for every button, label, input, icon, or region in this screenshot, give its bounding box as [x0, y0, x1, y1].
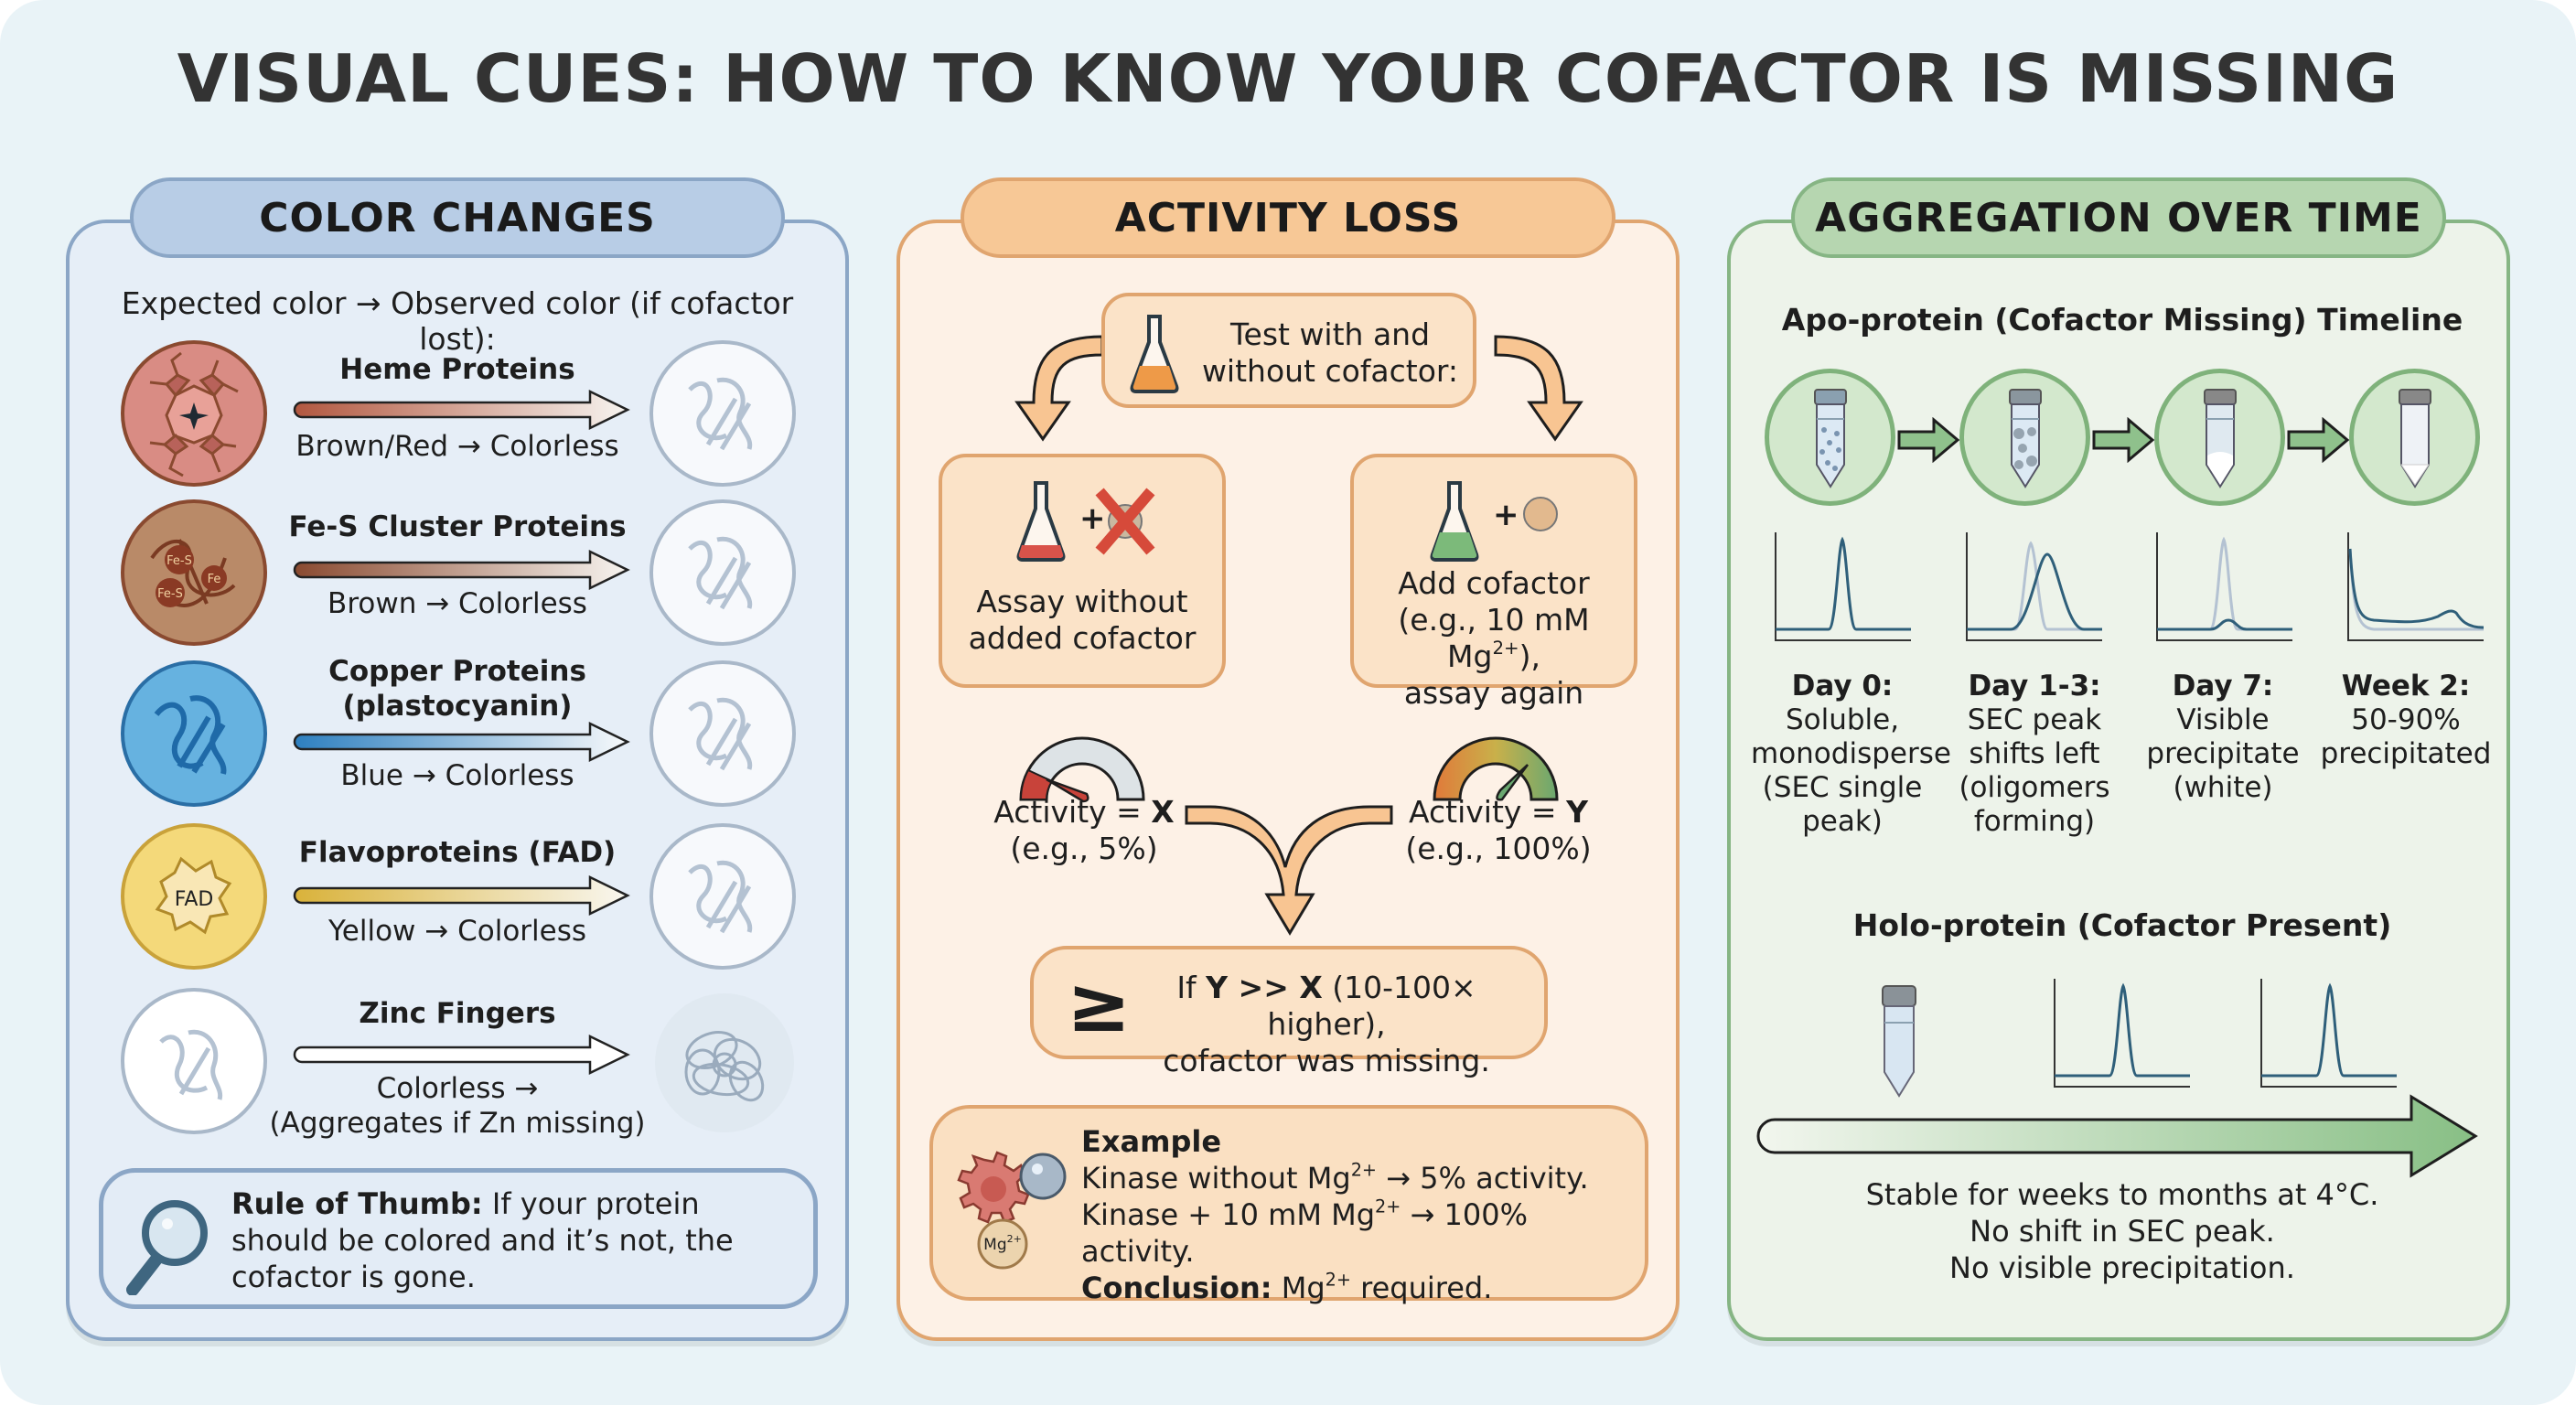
copper-label: Copper Proteins [328, 655, 586, 688]
activity-y-label: Activity = Y (e.g., 100%) [1405, 794, 1592, 866]
tube-day0-icon [1765, 369, 1895, 506]
fe-s-gradient-arrow-icon [293, 549, 630, 591]
aggregate-tangle-icon [648, 986, 801, 1140]
copper-gradient-arrow-icon [293, 721, 630, 763]
add-cofactor-box: + Add cofactor (e.g., 10 mM Mg2+), assay… [1350, 454, 1637, 711]
apo-protein-icon [649, 499, 796, 646]
heme-porphyrin-icon [121, 340, 267, 487]
assay-without-text: Assay without added cofactor [968, 584, 1197, 656]
magnifying-glass-icon [123, 1195, 215, 1296]
greater-equal-icon: ≥ [1067, 960, 1132, 1049]
svg-text:+: + [1079, 500, 1106, 537]
stage-week2-label: Week 2: 50-90% precipitated [2320, 670, 2492, 770]
zinc-finger-icon [121, 988, 267, 1134]
test-with-without-box: Test with and without cofactor: [1101, 293, 1476, 408]
fad-label: Flavoproteins (FAD) [298, 836, 617, 869]
example-text: Example Kinase without Mg2+ → 5% activit… [1081, 1124, 1589, 1305]
stable-timeline-arrow-icon [1756, 1094, 2478, 1178]
result-box: ≥ If Y >> X (10-100× higher), cofactor w… [1030, 946, 1548, 1078]
apo-protein-icon [649, 660, 796, 807]
stage-day7-label: Day 7: Visible precipitate (white) [2146, 670, 2300, 804]
svg-text:Fe: Fe [208, 573, 221, 586]
test-box-text: Test with and without cofactor: [1201, 316, 1459, 389]
heme-label: Heme Proteins [339, 353, 575, 386]
zinc-aggregate-note: (Aggregates if Zn missing) [269, 1107, 646, 1140]
fad-gradient-arrow-icon [293, 874, 630, 917]
stage-arrow-icon [2287, 417, 2350, 463]
fad-flavoprotein-icon: FAD [121, 823, 267, 970]
tube-week2-icon [2349, 369, 2480, 506]
copper-sublabel: (plastocyanin) [342, 690, 573, 723]
flask-with-cofactor-icon: + [1427, 477, 1573, 569]
add-cofactor-text: Add cofactor (e.g., 10 mM Mg2+), assay a… [1398, 565, 1590, 711]
example-box: Mg2+ Example Kinase without Mg2+ → 5% ac… [929, 1105, 1648, 1305]
sec-chart-day7 [2156, 532, 2292, 641]
fad-color-change: Yellow → Colorless [327, 915, 587, 948]
svg-text:Mg2+: Mg2+ [983, 1233, 1022, 1254]
stage-day1-3-label: Day 1-3: SEC peak shifts left (oligomers… [1959, 670, 2110, 838]
activity-x-label: Activity = X (e.g., 5%) [993, 794, 1175, 866]
rule-of-thumb-text: Rule of Thumb: If your protein should be… [231, 1186, 734, 1294]
sec-chart-holo-2 [2260, 979, 2397, 1088]
gauge-low-icon [1014, 723, 1151, 805]
stage-arrow-icon [2092, 417, 2155, 463]
color-changes-subtitle: Expected color → Observed color (if cofa… [121, 285, 794, 357]
apo-protein-icon [649, 823, 796, 970]
branch-arrows-icon [1014, 335, 1583, 442]
tube-day1-3-icon [1959, 369, 2090, 506]
page-title: VISUAL CUES: HOW TO KNOW YOUR COFACTOR I… [177, 40, 2399, 117]
svg-text:Fe-S: Fe-S [157, 587, 183, 601]
fe-s-cluster-protein-icon: Fe-S Fe Fe-S [121, 499, 267, 646]
sec-chart-week2 [2347, 532, 2484, 641]
holo-title: Holo-protein (Cofactor Present) [1852, 907, 2392, 943]
color-changes-header: COLOR CHANGES [130, 177, 785, 258]
copper-color-change: Blue → Colorless [340, 759, 574, 792]
enzyme-and-ion-icon: Mg2+ [951, 1143, 1070, 1271]
apo-protein-icon [649, 340, 796, 487]
zinc-label: Zinc Fingers [359, 997, 556, 1030]
flask-no-cofactor-icon: + [1014, 477, 1160, 569]
tube-holo-icon [1872, 984, 1927, 1098]
svg-text:FAD: FAD [175, 888, 214, 911]
aggregation-header: AGGREGATION OVER TIME [1791, 177, 2446, 258]
zinc-color-change: Colorless → [376, 1072, 539, 1105]
zinc-arrow-icon [293, 1034, 630, 1076]
holo-stability-text: Stable for weeks to months at 4°C. No sh… [1865, 1177, 2379, 1285]
stage-day0-label: Day 0: Soluble, monodisperse (SEC single… [1751, 670, 1951, 838]
merge-arrow-icon [1185, 805, 1393, 936]
rule-of-thumb-box: Rule of Thumb: If your protein should be… [99, 1168, 818, 1309]
flask-orange-icon [1127, 313, 1182, 395]
sec-chart-day1-3 [1966, 532, 2102, 641]
heme-color-change: Brown/Red → Colorless [295, 430, 619, 463]
result-text: If Y >> X (10-100× higher), cofactor was… [1163, 970, 1490, 1078]
gauge-high-icon [1427, 723, 1564, 805]
apo-timeline-title: Apo-protein (Cofactor Missing) Timeline [1781, 302, 2463, 338]
svg-text:+: + [1493, 497, 1519, 533]
tube-day7-icon [2154, 369, 2285, 506]
heme-gradient-arrow-icon [293, 389, 630, 431]
sec-chart-holo-1 [2054, 979, 2190, 1088]
activity-loss-header: ACTIVITY LOSS [961, 177, 1615, 258]
copper-protein-icon [121, 660, 267, 807]
fe-s-label: Fe-S Cluster Proteins [288, 510, 627, 543]
sec-chart-day0 [1775, 532, 1911, 641]
svg-text:Fe-S: Fe-S [166, 554, 192, 568]
assay-without-cofactor-box: + Assay without added cofactor [939, 454, 1226, 688]
stage-arrow-icon [1897, 417, 1960, 463]
fe-s-color-change: Brown → Colorless [327, 587, 587, 620]
